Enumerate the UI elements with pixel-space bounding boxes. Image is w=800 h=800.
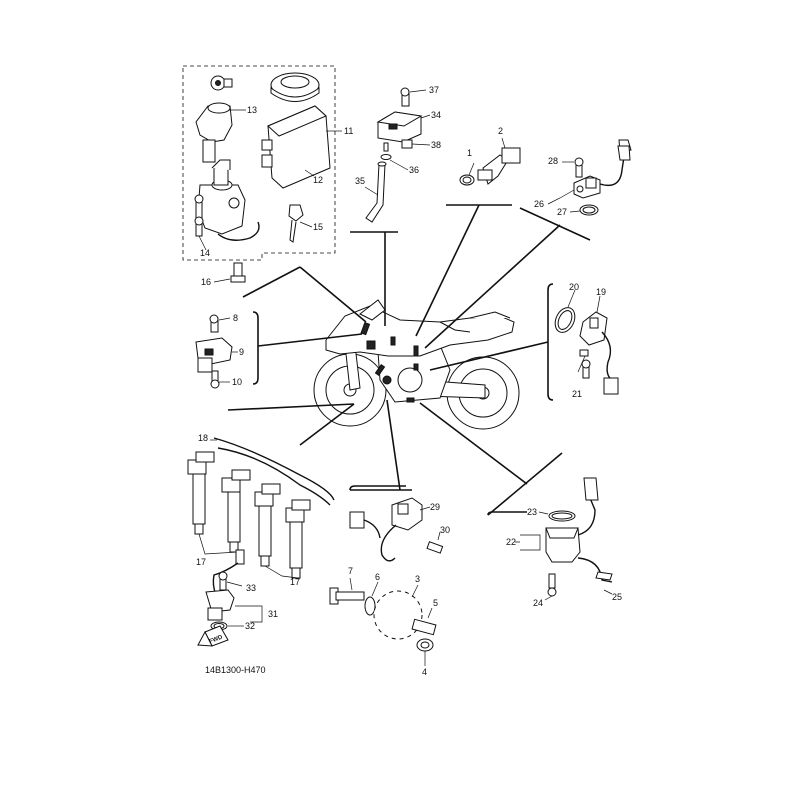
throttle-sensor-group [195,311,259,389]
callout-34: 34 [431,110,441,120]
callout-4: 4 [422,667,427,677]
motorcycle-illustration [313,299,520,430]
callout-37: 37 [429,85,439,95]
callout-10: 10 [232,377,242,387]
callout-9: 9 [239,347,244,357]
callout-23: 23 [527,507,537,517]
callout-17a: 17 [196,557,206,567]
callout-18: 18 [198,433,208,443]
callout-13: 13 [247,105,257,115]
callout-33: 33 [246,583,256,593]
callout-31: 31 [268,609,278,619]
callout-24: 24 [533,598,543,608]
callout-28: 28 [548,156,558,166]
ignition-ecu-group [182,65,342,283]
callout-16: 16 [201,277,211,287]
callout-labels: 1 2 3 4 5 6 7 8 9 10 11 12 13 14 15 16 1… [196,85,622,677]
temperature-sensor-group [459,137,521,186]
callout-5: 5 [433,598,438,608]
callout-36: 36 [409,165,419,175]
callout-3: 3 [415,574,420,584]
callout-11: 11 [344,126,353,136]
fwd-arrow-label: FWD [209,634,225,645]
callout-22: 22 [506,537,516,547]
callout-21: 21 [572,389,582,399]
callout-2: 2 [498,126,503,136]
callout-32: 32 [245,621,255,631]
callout-27: 27 [557,207,567,217]
bike-to-group-lines [227,204,591,516]
callout-12: 12 [313,175,323,185]
callout-35: 35 [355,176,365,186]
callout-38: 38 [431,140,441,150]
callout-29: 29 [430,502,440,512]
callout-17b: 17 [290,577,300,587]
callout-15: 15 [313,222,323,232]
callout-6: 6 [375,572,380,582]
callout-19: 19 [596,287,606,297]
callout-30: 30 [440,525,450,535]
callout-1: 1 [467,148,472,158]
callout-14: 14 [200,248,210,258]
callout-25: 25 [612,592,622,602]
ignition-coil-group [187,437,335,647]
intake-pressure-sensor-group [364,87,431,223]
callout-26: 26 [534,199,544,209]
callout-7: 7 [348,566,353,576]
oxygen-sensor-group [547,283,619,401]
callout-8: 8 [233,313,238,323]
drawing-code: 14B1300-H470 [205,665,266,675]
crank-sensor-group [329,485,444,666]
callout-20: 20 [569,282,579,292]
level-sensor-group [487,477,613,601]
speed-sensor-group [547,139,632,216]
